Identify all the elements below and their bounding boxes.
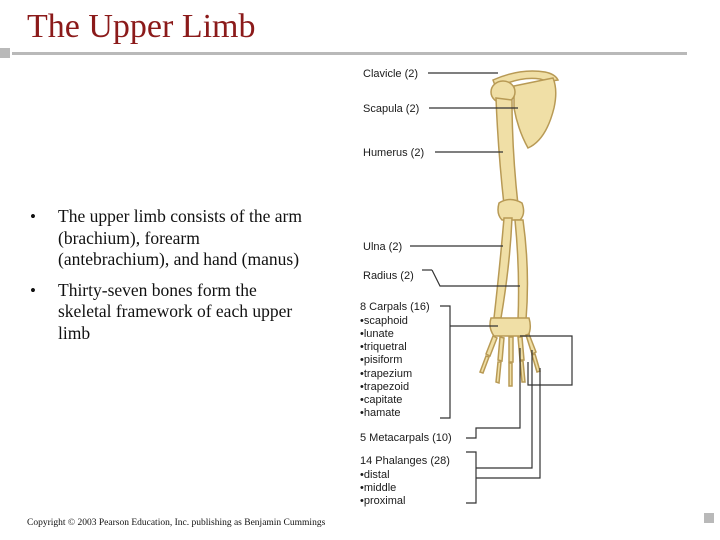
corner-square bbox=[704, 513, 714, 523]
carpal-item-hamate: •hamate bbox=[360, 407, 401, 419]
bullet-dot-icon: • bbox=[30, 207, 36, 226]
bullet-item: • The upper limb consists of the arm (br… bbox=[30, 206, 310, 271]
bullet-text: The upper limb consists of the arm (brac… bbox=[58, 206, 302, 269]
bullet-text: Thirty-seven bones form the skeletal fra… bbox=[58, 279, 293, 343]
scapula-bone bbox=[513, 77, 557, 149]
bullet-item: • Thirty-seven bones form the skeletal f… bbox=[30, 280, 310, 345]
carpal-item-lunate: •lunate bbox=[360, 328, 394, 340]
humerus-label: Humerus (2) bbox=[363, 147, 424, 159]
radius-label: Radius (2) bbox=[363, 270, 414, 282]
ulna-label: Ulna (2) bbox=[363, 241, 402, 253]
carpal-item-triquetral: •triquetral bbox=[360, 341, 407, 353]
ulna-bone bbox=[493, 217, 513, 319]
phalanx-item-distal: •distal bbox=[360, 469, 390, 481]
metacarpals-label: 5 Metacarpals (10) bbox=[360, 432, 452, 444]
phalanx-item-proximal: •proximal bbox=[360, 495, 405, 507]
phalanx-item-middle: •middle bbox=[360, 482, 396, 494]
bullet-list: • The upper limb consists of the arm (br… bbox=[30, 206, 310, 353]
elbow-joint bbox=[497, 198, 525, 221]
title-rule-square bbox=[0, 48, 10, 58]
leader-lines bbox=[410, 72, 573, 504]
carpal-item-pisiform: •pisiform bbox=[360, 354, 402, 366]
carpal-item-capitate: •capitate bbox=[360, 394, 402, 406]
clavicle-label: Clavicle (2) bbox=[363, 68, 418, 80]
metacarpal-bones bbox=[485, 333, 537, 363]
scapula-label: Scapula (2) bbox=[363, 103, 419, 115]
copyright-notice: Copyright © 2003 Pearson Education, Inc.… bbox=[27, 518, 326, 528]
slide-title: The Upper Limb bbox=[27, 8, 256, 45]
clavicle-bone bbox=[492, 70, 560, 90]
title-rule bbox=[12, 52, 687, 55]
bullet-dot-icon: • bbox=[30, 280, 36, 300]
skeleton-illustration bbox=[479, 70, 560, 387]
carpal-bones bbox=[489, 317, 532, 337]
phalanges-label: 14 Phalanges (28) bbox=[360, 455, 450, 467]
carpals-label: 8 Carpals (16) bbox=[360, 301, 430, 313]
carpal-item-trapezoid: •trapezoid bbox=[360, 381, 409, 393]
carpal-item-scaphoid: •scaphoid bbox=[360, 315, 408, 327]
phalanx-bones bbox=[479, 353, 541, 387]
carpal-item-trapezium: •trapezium bbox=[360, 368, 412, 380]
radius-bone bbox=[514, 219, 529, 321]
